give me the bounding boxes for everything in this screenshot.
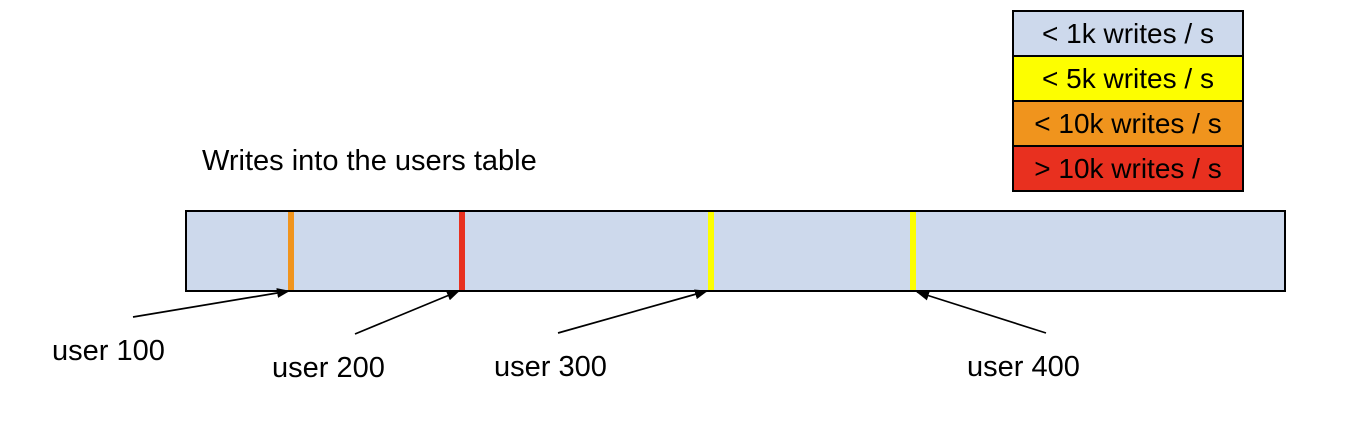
arrow-user-200-icon: [354, 290, 460, 335]
legend-item-gt-10k: > 10k writes / s: [1012, 145, 1244, 192]
stripe-user-100: [288, 212, 294, 290]
stripe-user-200: [459, 212, 465, 290]
legend: < 1k writes / s < 5k writes / s < 10k wr…: [1012, 10, 1244, 192]
stripe-user-400: [910, 212, 916, 290]
arrow-user-300-icon: [557, 289, 708, 334]
diagram-title: Writes into the users table: [202, 145, 537, 177]
stripe-user-300: [708, 212, 714, 290]
label-user-100: user 100: [52, 335, 165, 367]
legend-item-lt-10k: < 10k writes / s: [1012, 100, 1244, 147]
label-user-200: user 200: [272, 352, 385, 384]
label-user-300: user 300: [494, 351, 607, 383]
arrow-user-100-icon: [132, 288, 290, 318]
users-table-bar: [185, 210, 1286, 292]
legend-item-lt-1k: < 1k writes / s: [1012, 10, 1244, 57]
legend-item-lt-5k: < 5k writes / s: [1012, 55, 1244, 102]
arrow-user-400-icon: [916, 290, 1047, 334]
label-user-400: user 400: [967, 351, 1080, 383]
